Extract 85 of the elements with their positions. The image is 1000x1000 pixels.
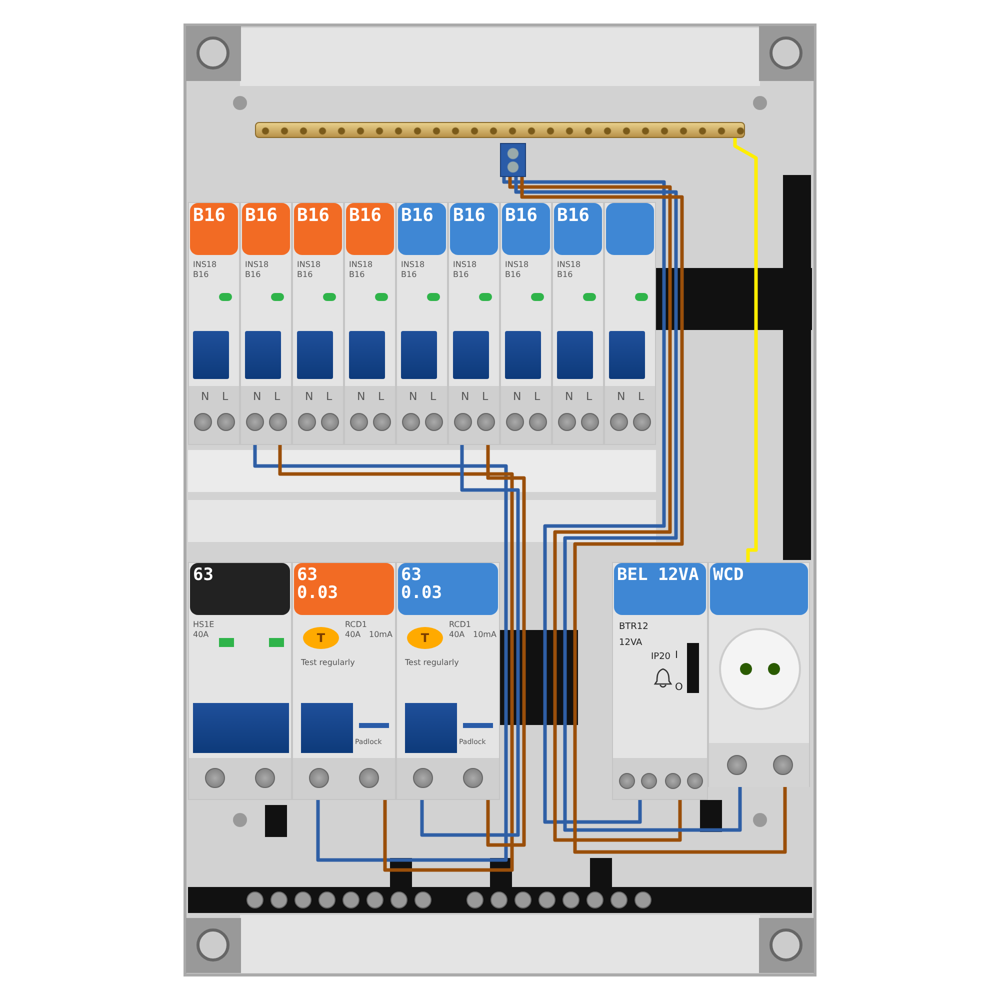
socket-outlet <box>708 562 810 787</box>
wire <box>733 138 758 562</box>
rating-cap: B16 <box>346 203 394 255</box>
device-marking: RCD1 <box>449 621 471 629</box>
circuit-breaker <box>448 202 500 445</box>
terminal-letter: L <box>586 391 592 402</box>
terminal-letter: L <box>638 391 644 402</box>
terminal-letter: L <box>222 391 228 402</box>
rating-cap: B16 <box>502 203 550 255</box>
device-marking: INS18 <box>557 261 581 269</box>
rating-cap: B16 <box>294 203 342 255</box>
residual-current-device <box>396 562 500 800</box>
device-marking: IP20 <box>651 653 671 662</box>
device-marking: B16 <box>401 271 417 279</box>
terminal-letter: N <box>357 391 366 402</box>
circuit-breaker <box>188 202 240 445</box>
device-marking: RCD1 <box>345 621 367 629</box>
device-marking: B16 <box>297 271 313 279</box>
device-marking: 10mA <box>369 631 392 639</box>
device-marking: INS18 <box>297 261 321 269</box>
device-marking: 40A <box>345 631 361 639</box>
terminal-letter: N <box>305 391 314 402</box>
terminal-letter: N <box>461 391 470 402</box>
terminal-letter: N <box>409 391 418 402</box>
device-marking: INS18 <box>245 261 269 269</box>
rating-cap: BEL 12VA <box>614 563 706 615</box>
rating-cap: B16 <box>398 203 446 255</box>
device-marking: 40A <box>193 631 209 639</box>
terminal-letter: N <box>201 391 210 402</box>
circuit-breaker <box>552 202 604 445</box>
terminal-letter: N <box>617 391 626 402</box>
test-button: T <box>303 627 339 649</box>
circuit-breaker <box>500 202 552 445</box>
circuit-breaker <box>344 202 396 445</box>
instruction-text: Test regularly <box>405 659 459 667</box>
rating-cap: B16 <box>554 203 602 255</box>
earth-busbar <box>255 122 745 138</box>
circuit-breaker <box>292 202 344 445</box>
circuit-breaker <box>240 202 292 445</box>
device-marking: INS18 <box>193 261 217 269</box>
device-marking: B16 <box>245 271 261 279</box>
terminal-letter: L <box>378 391 384 402</box>
terminal-letter: L <box>482 391 488 402</box>
wire <box>514 177 742 832</box>
switch-position-mark: O <box>675 683 683 693</box>
device-marking: INS18 <box>349 261 373 269</box>
rating-cap: B16 <box>242 203 290 255</box>
circuit-breaker <box>604 202 656 445</box>
circuit-breaker <box>396 202 448 445</box>
terminal-letter: L <box>430 391 436 402</box>
device-marking: INS18 <box>505 261 529 269</box>
device-marking: 12VA <box>619 639 642 648</box>
device-marking: INS18 <box>401 261 425 269</box>
device-marking: BTR12 <box>619 623 648 632</box>
rating-cap: 63 <box>190 563 290 615</box>
rating-cap: B16 <box>450 203 498 255</box>
device-marking: 40A <box>449 631 465 639</box>
residual-current-device <box>292 562 396 800</box>
device-marking: B16 <box>193 271 209 279</box>
switch-position-mark: I <box>675 651 678 661</box>
terminal-letter: L <box>274 391 280 402</box>
instruction-text: Test regularly <box>301 659 355 667</box>
rating-cap: 63 0.03 <box>294 563 394 615</box>
device-marking: INS18 <box>453 261 477 269</box>
terminal-letter: L <box>326 391 332 402</box>
rating-cap: B16 <box>190 203 238 255</box>
device-marking: B16 <box>349 271 365 279</box>
device-marking: HS1E <box>193 621 214 629</box>
terminal-letter: N <box>513 391 522 402</box>
main-switch <box>188 562 292 800</box>
rating-cap: WCD <box>710 563 808 615</box>
device-marking: B16 <box>505 271 521 279</box>
bell-transformer <box>612 562 708 800</box>
rating-cap: 63 0.03 <box>398 563 498 615</box>
wire <box>420 445 520 837</box>
terminal-block <box>500 143 526 177</box>
device-marking: B16 <box>557 271 573 279</box>
wire <box>486 445 526 847</box>
terminal-letter: N <box>565 391 574 402</box>
wire <box>520 177 787 854</box>
test-button: T <box>407 627 443 649</box>
terminal-letter: L <box>534 391 540 402</box>
device-marking: B16 <box>453 271 469 279</box>
terminal-letter: N <box>253 391 262 402</box>
device-marking: 10mA <box>473 631 496 639</box>
